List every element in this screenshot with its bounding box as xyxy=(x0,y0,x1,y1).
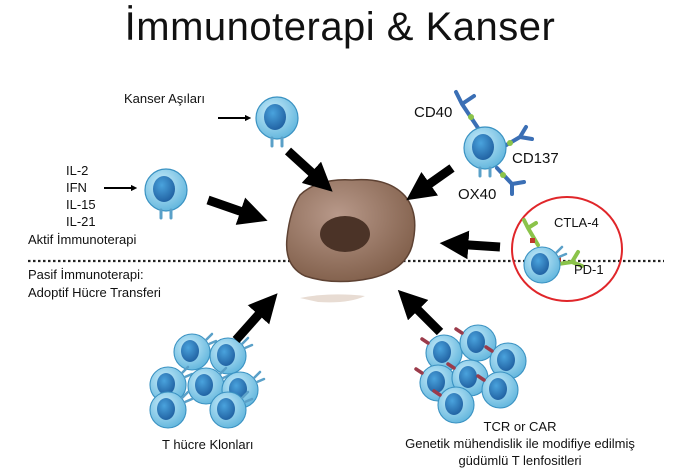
engineered-to-tumor-arrow xyxy=(397,289,444,336)
checkpoint-group xyxy=(511,196,623,302)
cytokine-ifn: IFN xyxy=(66,180,87,195)
passive-immunotherapy-label: Pasif İmmunoterapi: xyxy=(28,267,144,282)
costimulatory-t-cell xyxy=(454,90,534,196)
arrows xyxy=(104,114,501,343)
cytokine-il21: IL-21 xyxy=(66,214,96,229)
checkpoint-ring xyxy=(511,196,623,302)
vaccine-to-tumor-arrow xyxy=(284,147,333,192)
tcr-car-label: TCR or CAR xyxy=(483,419,557,434)
cd40-label: CD40 xyxy=(414,104,453,121)
ox40-receptor xyxy=(495,166,526,196)
tumor-shadow xyxy=(300,294,365,303)
tumor-cell xyxy=(285,178,416,303)
t-cell-clones-label: T hücre Klonları xyxy=(162,437,254,452)
ctla4-receptor xyxy=(522,218,540,247)
cd137-label: CD137 xyxy=(512,150,559,167)
vaccines-label: Kanser Aşıları xyxy=(124,91,205,106)
active-immunotherapy-label: Aktif İmmunoterapi xyxy=(28,232,137,247)
cytokine-il2: IL-2 xyxy=(66,163,89,178)
cytokine-il15: IL-15 xyxy=(66,197,96,212)
t-cell-clones xyxy=(148,332,266,430)
page-title: İmmunoterapi & Kanser xyxy=(124,5,556,49)
ctla4-label: CTLA-4 xyxy=(554,215,599,230)
engineered-t-cells xyxy=(414,323,528,425)
adoptive-transfer-label: Adoptif Hücre Transferi xyxy=(28,285,161,300)
engineered-desc-line1: Genetik mühendislik ile modifiye edilmiş xyxy=(405,436,635,451)
pd1-label: PD-1 xyxy=(574,262,604,277)
costim-to-tumor-arrow xyxy=(406,164,455,201)
cytokine-to-tumor-arrow xyxy=(206,195,268,225)
checkpoint-to-tumor-arrow xyxy=(439,230,501,260)
tumor-nucleus xyxy=(320,216,370,252)
vaccine-t-cell xyxy=(254,95,300,148)
engineered-desc-line2: güdümlü T lenfositleri xyxy=(458,453,582,468)
clones-to-tumor-arrow xyxy=(232,293,278,343)
cytokine-t-cell xyxy=(143,167,189,220)
cd40-receptor xyxy=(454,90,480,130)
ox40-label: OX40 xyxy=(458,186,497,203)
